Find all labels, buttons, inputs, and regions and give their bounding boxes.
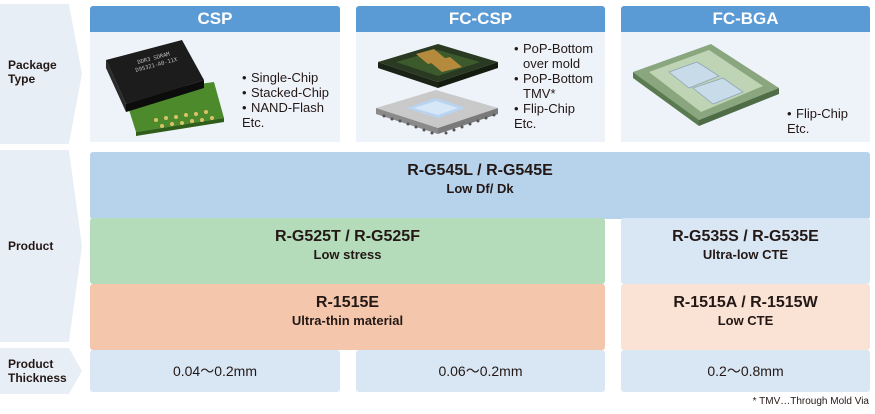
product-r-1515e-feature: Ultra-thin material [291,313,404,328]
package-body-fc-csp: •PoP-Bottom over mold •PoP-Bottom TMV* •… [356,32,605,142]
list-item-text: TMV* [523,86,556,101]
list-item-text: Etc. [242,115,265,130]
product-r-g545: R-G545L / R-G545E Low Df/ Dk [90,152,870,219]
list-item-text: PoP-Bottom [523,41,594,56]
fc-bga-feature-list: •Flip-Chip Etc. [787,106,848,136]
package-body-fc-bga: •Flip-Chip Etc. [621,32,870,142]
package-type-label-line2: Type [8,72,36,86]
product-r-1515a: R-1515A / R-1515W Low CTE [621,284,870,350]
product-r-1515a-feature: Low CTE [717,313,774,328]
package-header-csp: CSP [90,6,340,32]
list-item-text: Etc. [514,116,537,131]
package-type-label-line1: Package [8,58,57,72]
list-item: •Single-Chip [242,70,319,85]
product-r-g535-feature: Ultra-low CTE [702,247,789,262]
thickness-fc-bga: 0.2～0.8mm [621,350,870,392]
product-thickness-label: Product Thickness [8,357,67,385]
list-item: •NAND-Flash [242,100,324,115]
list-item-text: Etc. [787,121,810,136]
product-r-g525-feature: Low stress [313,247,382,262]
product-r-g535: R-G535S / R-G535E Ultra-low CTE [621,218,870,284]
product-thickness-arrow [0,348,82,394]
list-item-text: PoP-Bottom [523,71,594,86]
list-item-text: Single-Chip [251,70,319,85]
product-label-text: Product [8,239,54,253]
list-item: Etc. [787,121,848,136]
product-thickness-label-line1: Product [8,357,54,371]
footnote: * TMV…Through Mold Via [752,396,869,407]
product-label: Product [8,239,53,253]
list-item: •PoP-Bottom [514,41,594,56]
product-r-g525-name: R-G525T / R-G525F [275,228,420,245]
list-item: Etc. [514,116,593,131]
list-item: Etc. [242,115,329,130]
product-arrow [0,150,82,342]
package-type-arrow [0,4,82,144]
thickness-fc-csp: 0.06～0.2mm [356,350,605,392]
list-item: •Flip-Chip [514,101,576,116]
list-item: TMV* [514,86,593,101]
fc-csp-feature-list: •PoP-Bottom over mold •PoP-Bottom TMV* •… [514,41,593,131]
package-header-fc-bga: FC-BGA [621,6,870,32]
product-r-g545-name: R-G545L / R-G545E [407,162,553,179]
product-r-1515a-name: R-1515A / R-1515W [673,294,818,311]
product-thickness-label-line2: Thickness [8,371,67,385]
list-item: •PoP-Bottom [514,71,594,86]
csp-chip-image: DDR3 SDRAM D9S321-A0-11X [106,40,224,136]
list-item-text: Flip-Chip [523,101,576,116]
fc-csp-chip-image [376,44,498,135]
list-item-text: over mold [523,56,581,71]
list-item-text: Flip-Chip [796,106,849,121]
package-body-csp: DDR3 SDRAM D9S321-A0-11X •Single-Chip •S… [90,32,340,142]
product-r-1515e-name: R-1515E [315,294,380,311]
package-header-fc-csp: FC-CSP [356,6,605,32]
list-item-text: NAND-Flash [251,100,324,115]
package-type-label: Package Type [8,58,57,86]
list-item: •Flip-Chip [787,106,849,121]
product-r-g535-name: R-G535S / R-G535E [672,228,819,245]
list-item-text: Stacked-Chip [251,85,330,100]
thickness-csp: 0.04～0.2mm [90,350,340,392]
list-item: over mold [514,56,593,71]
csp-feature-list: •Single-Chip •Stacked-Chip •NAND-Flash E… [242,70,329,130]
product-r-g545-feature: Low Df/ Dk [446,181,514,196]
list-item: •Stacked-Chip [242,85,330,100]
product-r-1515e: R-1515E Ultra-thin material [90,284,605,350]
fc-bga-chip-image [633,44,779,126]
product-r-g525: R-G525T / R-G525F Low stress [90,218,605,284]
